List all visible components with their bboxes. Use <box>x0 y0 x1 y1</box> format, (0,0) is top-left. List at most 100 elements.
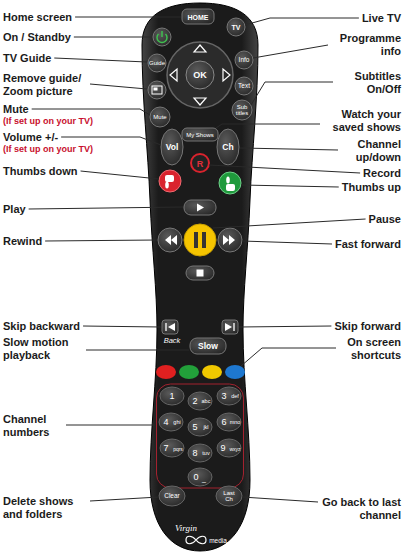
key-digit: 2 <box>192 397 197 406</box>
leader-line <box>61 137 161 145</box>
green-shortcut-button <box>179 365 199 379</box>
remote-body <box>142 3 258 551</box>
key-letters: ghi <box>173 420 180 426</box>
leader-line <box>54 58 147 62</box>
button-label: Text <box>238 83 250 90</box>
leader-line <box>90 84 147 89</box>
callout-label: Go back to last channel <box>321 496 401 522</box>
leader-line <box>83 326 161 327</box>
callout-label: Play <box>3 203 26 216</box>
power-button <box>153 28 171 46</box>
my-shows-button <box>182 128 218 141</box>
leader-line <box>240 148 338 150</box>
blue-shortcut-button <box>225 365 245 379</box>
pause-button <box>184 224 216 256</box>
key-letters: def <box>231 394 239 400</box>
text-button <box>235 77 253 95</box>
logo-infinity <box>186 536 206 544</box>
leader-line <box>81 171 159 179</box>
callout-label: Subtitles On/Off <box>336 70 401 96</box>
zoom-button <box>148 81 166 99</box>
record-button <box>191 154 209 172</box>
button-label: Vol <box>166 143 179 152</box>
red-shortcut-button <box>156 365 176 379</box>
button-label: Back <box>164 337 181 345</box>
callout-label: Mute <box>3 103 29 116</box>
key-digit: 1 <box>169 392 174 401</box>
tv-button <box>227 18 245 36</box>
callout-label: TV Guide <box>3 52 51 65</box>
brand-logo-text: media <box>209 538 227 545</box>
volume-rocker <box>161 129 183 165</box>
play-button <box>184 200 216 215</box>
callout-label: Volume +/- <box>3 131 58 144</box>
key-letters: mno <box>230 420 241 426</box>
button-label: Ch <box>222 143 233 152</box>
keypad-outline <box>157 384 244 488</box>
leader-line <box>74 37 152 38</box>
slow-button <box>190 338 226 354</box>
skip-forward-button <box>222 320 238 334</box>
button-label: Guide <box>149 60 165 66</box>
callout-label: Watch your saved shows <box>323 108 401 134</box>
button-label: OK <box>193 71 207 80</box>
key-letters: _ <box>202 475 206 482</box>
fast-forward-button <box>218 228 242 252</box>
key-letters: abc <box>202 399 211 405</box>
key-digit: 3 <box>221 392 226 401</box>
leader-line <box>29 207 183 209</box>
leader-line <box>86 350 189 351</box>
button-label: Clear <box>164 493 180 500</box>
callout-label: Record <box>363 167 401 180</box>
leader-line <box>239 326 331 327</box>
key-digit: 6 <box>221 418 226 427</box>
stop-button <box>186 266 214 280</box>
callout-label: Programme info <box>331 32 401 58</box>
number-keys <box>159 387 242 506</box>
callout-label: Skip forward <box>334 320 401 333</box>
rewind-button <box>158 228 182 252</box>
key-digit: 8 <box>192 449 197 458</box>
leader-line <box>241 185 339 187</box>
leader-line <box>251 82 333 105</box>
home-button <box>182 9 214 24</box>
thumbs-up-button <box>219 172 241 194</box>
callout-label: Skip backward <box>3 320 80 333</box>
leader-line <box>241 348 336 366</box>
leader-line <box>213 219 366 228</box>
key-letters: wxyz <box>229 446 240 451</box>
callout-label: Rewind <box>3 235 42 248</box>
leader-line <box>32 109 150 115</box>
callout-label: Remove guide/ Zoom picture <box>3 72 87 98</box>
leader-line <box>242 241 332 244</box>
button-label: Mute <box>153 114 166 120</box>
skip-back-button <box>162 320 178 334</box>
info-button <box>235 51 253 69</box>
key-digit: 4 <box>163 418 168 427</box>
leader-line <box>245 18 359 25</box>
caution-note: (If set up on your TV) <box>3 116 93 127</box>
callout-label: On screen shortcuts <box>339 336 401 362</box>
callout-label: Delete shows and folders <box>3 495 87 521</box>
subtitles-button <box>232 100 252 120</box>
leader-line <box>45 240 157 241</box>
callout-label: Slow motion playback <box>3 336 83 362</box>
yellow-shortcut-button <box>202 365 222 379</box>
leader-line <box>209 165 360 173</box>
button-label: Slow <box>198 342 218 351</box>
button-label: Last Ch <box>221 490 237 502</box>
button-label: Sub titles <box>233 104 251 116</box>
callout-label: On / Standby <box>3 31 71 44</box>
leader-line <box>242 497 318 502</box>
callout-label: Pause <box>369 213 401 226</box>
callout-label: Channel numbers <box>3 413 63 439</box>
button-label: HOME <box>188 13 209 20</box>
callout-label: Live TV <box>362 12 401 25</box>
key-digit: 5 <box>192 423 197 432</box>
button-label: Info <box>239 57 250 64</box>
key-digit: 9 <box>220 444 225 453</box>
brand-logo-text: Virgin <box>175 524 197 533</box>
key-letters: pqrs <box>173 446 183 451</box>
key-digit: 0 <box>193 473 198 482</box>
